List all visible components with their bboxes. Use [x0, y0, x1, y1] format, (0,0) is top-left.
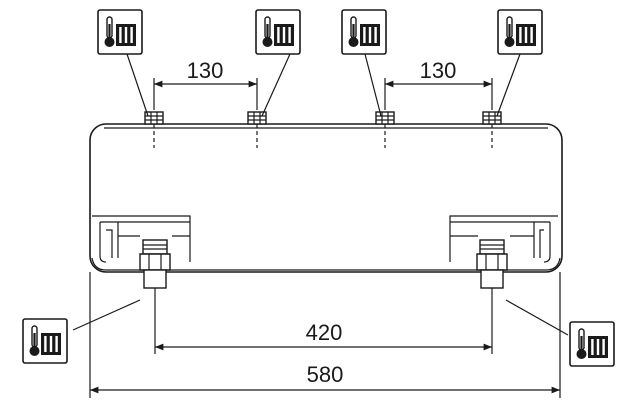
dimension-label-top-right: 130	[420, 58, 457, 83]
radiator-thermometer-icon	[254, 8, 302, 56]
leader-lines	[72, 53, 569, 336]
radiator-thermometer-icon	[21, 317, 69, 365]
radiator-thermometer-icon	[340, 8, 388, 56]
dimension-overall-bottom: 580	[89, 272, 561, 398]
radiator-thermometer-icon	[96, 8, 144, 56]
dimension-top-left: 130	[153, 58, 258, 110]
dimension-label-overall: 580	[307, 362, 344, 387]
top-connection-3	[375, 111, 395, 125]
bottom-connection-right	[476, 239, 508, 289]
radiator-thermometer-icon	[568, 320, 616, 368]
radiator-thermometer-icon	[496, 8, 544, 56]
dimension-top-right: 130	[384, 58, 493, 110]
distributor-housing	[89, 123, 563, 273]
bottom-connection-left	[139, 239, 171, 289]
center-lines	[153, 124, 493, 354]
dimension-label-inner: 420	[306, 320, 343, 345]
dimension-inner-bottom: 420	[155, 320, 492, 351]
dimension-label-top-left: 130	[187, 58, 224, 83]
